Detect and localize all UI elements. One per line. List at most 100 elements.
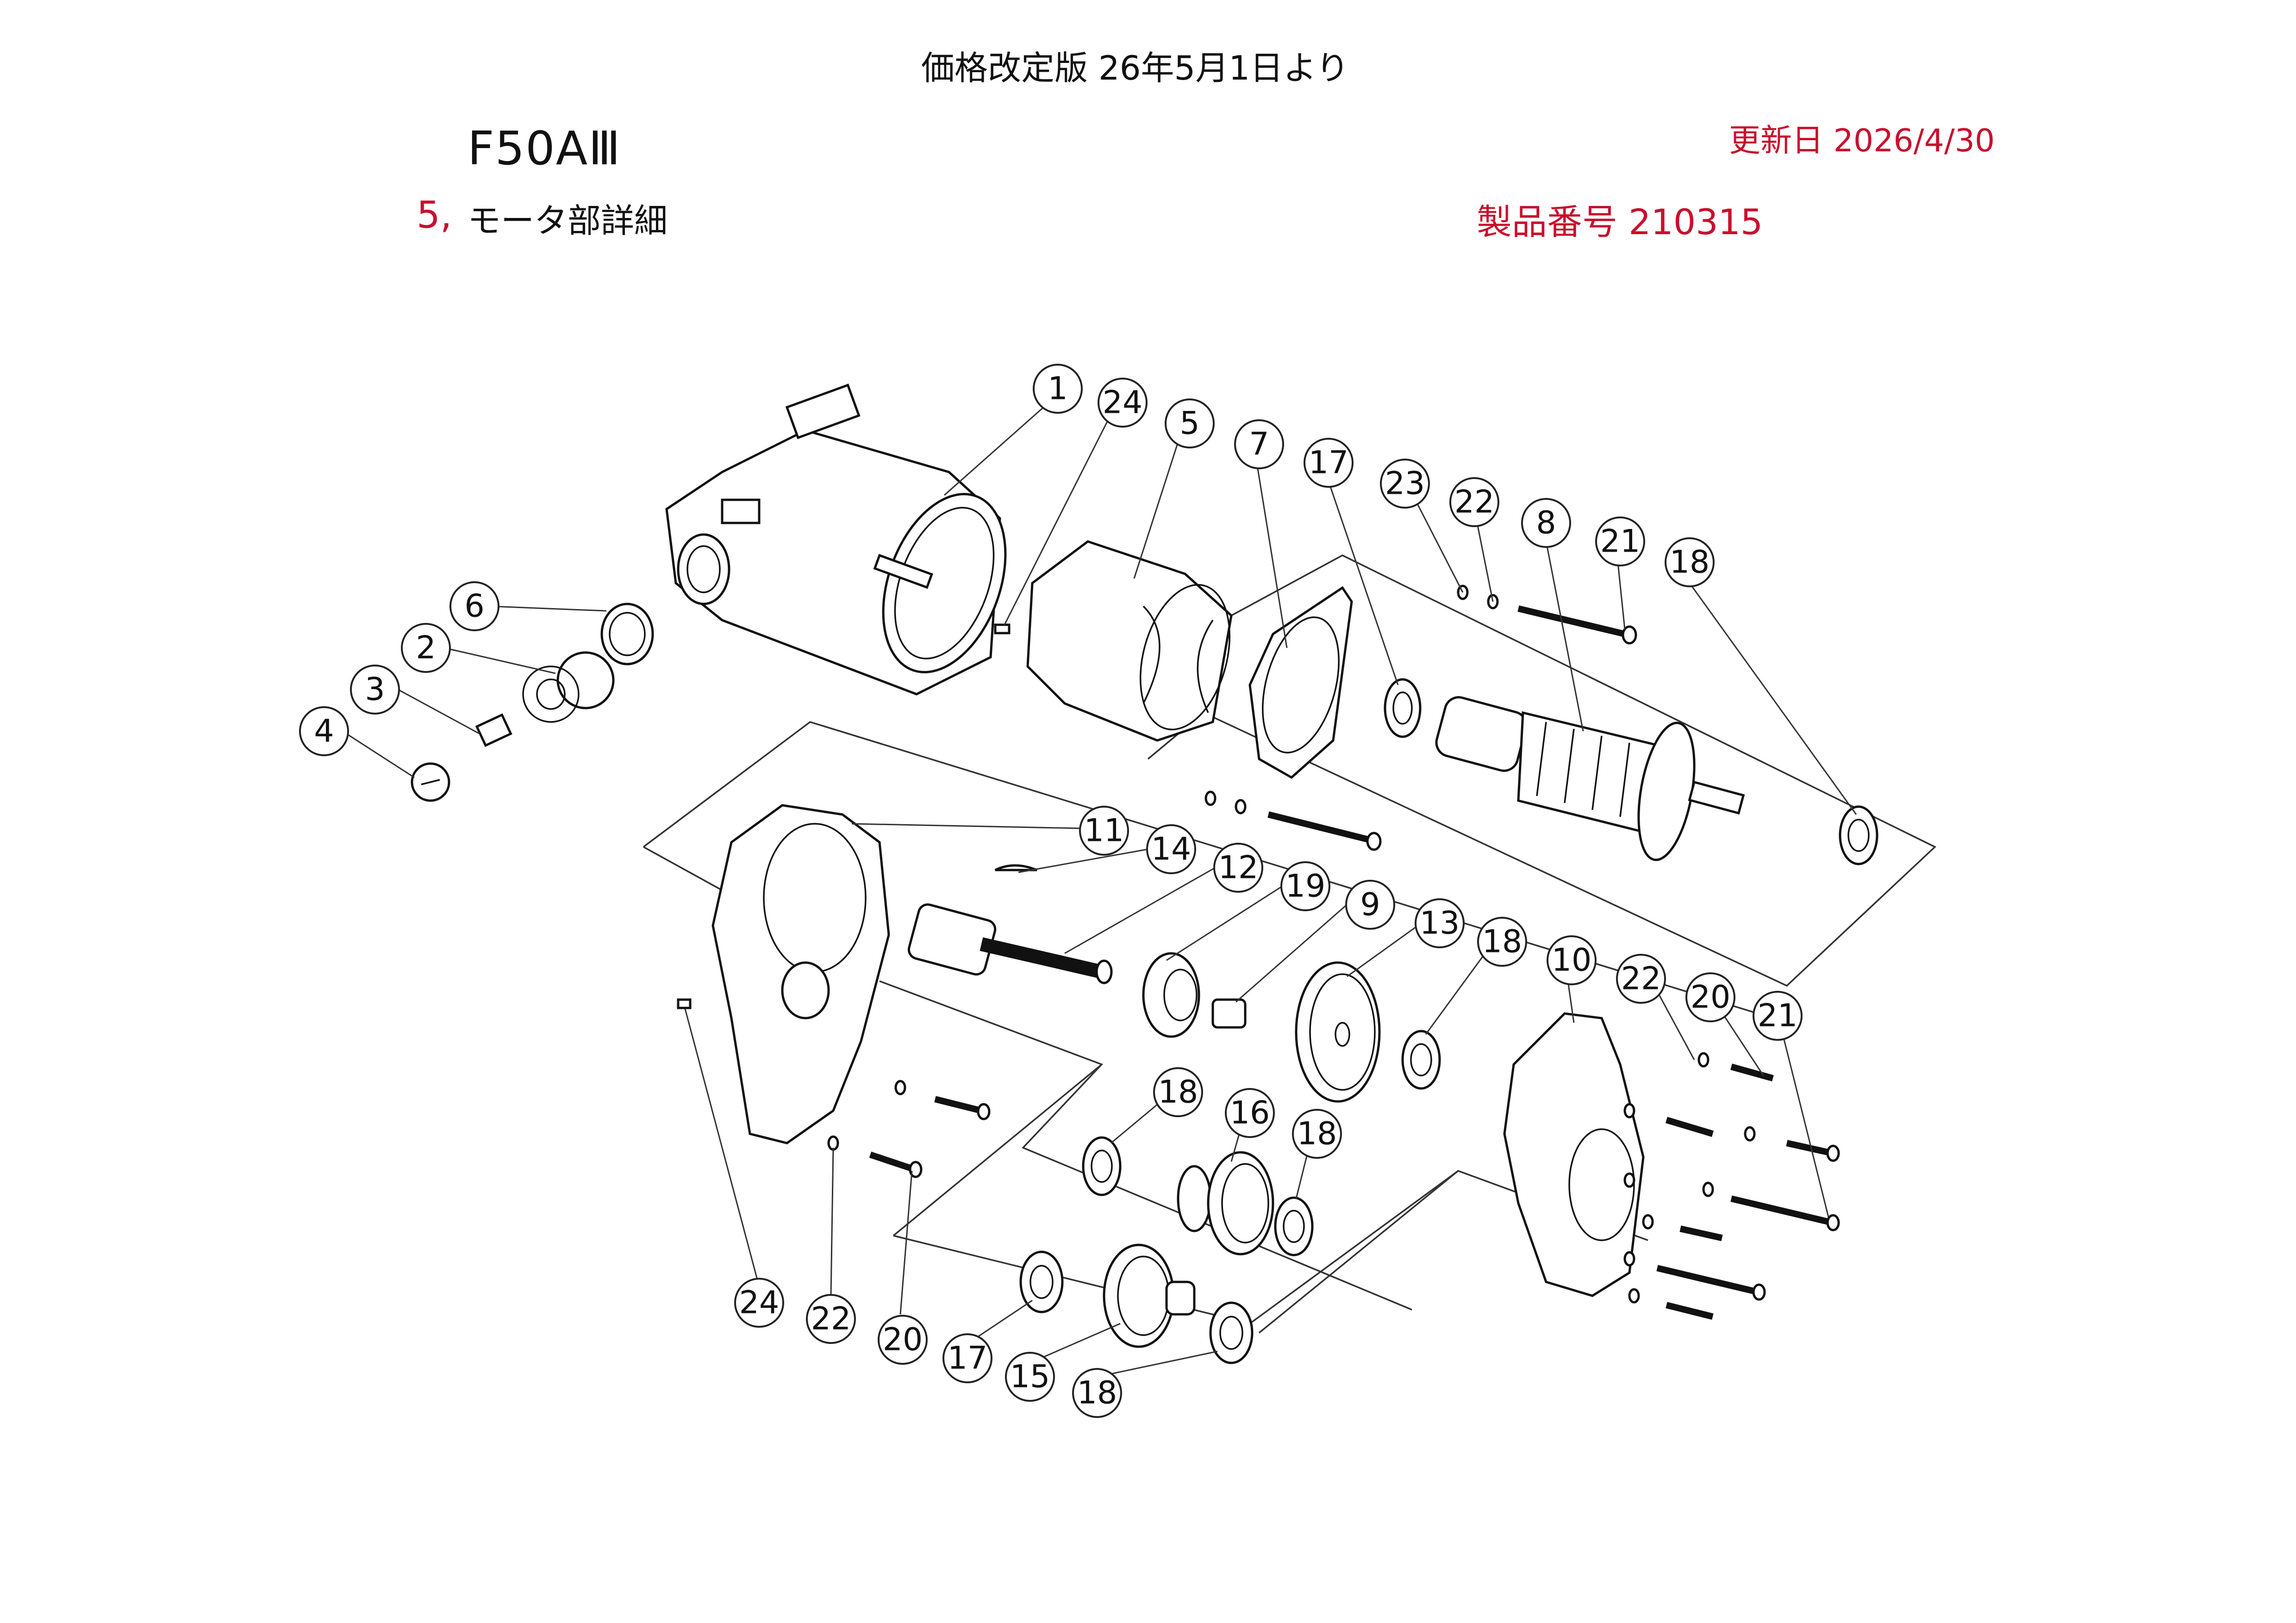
callout-circle bbox=[1072, 1368, 1122, 1418]
callout-label: 4 bbox=[314, 713, 334, 750]
callout-circle bbox=[1595, 516, 1645, 566]
gear-13 bbox=[1295, 961, 1381, 1103]
callout-label: 21 bbox=[1600, 523, 1641, 560]
callout-label: 22 bbox=[1621, 961, 1661, 997]
callout-22: 22 bbox=[806, 1294, 856, 1344]
callout-circle bbox=[1616, 954, 1666, 1004]
callout-circle bbox=[1153, 1067, 1203, 1117]
brush-holder bbox=[522, 651, 615, 723]
callout-19: 19 bbox=[1280, 861, 1330, 911]
callout-circle bbox=[1146, 824, 1196, 874]
callout-label: 12 bbox=[1218, 850, 1259, 886]
callout-label: 8 bbox=[1536, 505, 1556, 541]
callout-circle bbox=[806, 1294, 856, 1344]
callout-label: 6 bbox=[464, 588, 484, 625]
callout-1: 1 bbox=[1033, 364, 1083, 414]
callout-circle bbox=[401, 623, 451, 673]
screw-20-lower bbox=[827, 1135, 923, 1178]
callout-circle bbox=[1753, 991, 1803, 1041]
callout-label: 16 bbox=[1230, 1095, 1270, 1132]
bearing-17-lower bbox=[1019, 1250, 1064, 1313]
callout-circle bbox=[1304, 438, 1354, 488]
callout-10: 10 bbox=[1547, 935, 1597, 985]
callout-15: 15 bbox=[1005, 1352, 1055, 1402]
callout-circle bbox=[1685, 972, 1735, 1022]
callout-circle bbox=[1292, 1109, 1342, 1159]
screws-right bbox=[1623, 1052, 1840, 1320]
callout-circle bbox=[1079, 806, 1129, 856]
callout-circle bbox=[1665, 537, 1715, 587]
callout-label: 17 bbox=[1309, 445, 1349, 481]
callout-6: 6 bbox=[449, 581, 499, 631]
screw-20-left bbox=[894, 1080, 991, 1120]
gear-16 bbox=[1177, 1151, 1274, 1256]
ring-6 bbox=[600, 603, 654, 665]
armature bbox=[1435, 696, 1745, 861]
bearing-18-right bbox=[1839, 805, 1878, 865]
callout-label: 24 bbox=[1103, 385, 1143, 421]
callout-circle bbox=[878, 1315, 928, 1365]
callout-circle bbox=[449, 581, 499, 631]
callout-5: 5 bbox=[1165, 398, 1215, 448]
callout-label: 11 bbox=[1084, 813, 1124, 849]
callout-22: 22 bbox=[1616, 954, 1666, 1004]
callout-17: 17 bbox=[1304, 438, 1354, 488]
callout-4: 4 bbox=[299, 706, 349, 756]
section-number: 5, bbox=[417, 193, 452, 236]
callout-circle bbox=[1280, 861, 1330, 911]
callout-label: 5 bbox=[1179, 405, 1199, 442]
callout-7: 7 bbox=[1234, 419, 1284, 469]
callout-24: 24 bbox=[734, 1278, 784, 1328]
callout-circle bbox=[1098, 378, 1148, 428]
bearing-18-bottom bbox=[1209, 1301, 1254, 1364]
callout-17: 17 bbox=[942, 1333, 992, 1383]
callout-18: 18 bbox=[1292, 1109, 1342, 1159]
callout-label: 18 bbox=[1158, 1074, 1198, 1111]
callout-circle bbox=[1547, 935, 1597, 985]
gear-15 bbox=[1103, 1244, 1196, 1348]
bearing-18-lower-mid bbox=[1274, 1196, 1314, 1256]
assembly-frame-lower-right bbox=[1249, 1170, 1459, 1325]
callout-circle bbox=[1380, 459, 1430, 509]
callout-8: 8 bbox=[1521, 498, 1571, 548]
bearing-18-mid bbox=[1401, 1030, 1441, 1090]
callout-label: 18 bbox=[1670, 544, 1710, 581]
callout-label: 10 bbox=[1552, 942, 1592, 979]
assembly-frame-gear-4 bbox=[893, 1235, 1250, 1325]
callout-label: 15 bbox=[1010, 1359, 1050, 1395]
callout-label: 2 bbox=[416, 630, 436, 666]
callout-circle bbox=[1165, 398, 1215, 448]
baffle-plate bbox=[1248, 586, 1353, 779]
callout-24: 24 bbox=[1098, 378, 1148, 428]
callout-20: 20 bbox=[1685, 972, 1735, 1022]
callout-label: 23 bbox=[1385, 466, 1425, 502]
callout-12: 12 bbox=[1213, 843, 1263, 893]
callout-18: 18 bbox=[1153, 1067, 1203, 1117]
callout-label: 19 bbox=[1285, 868, 1326, 905]
callout-14: 14 bbox=[1146, 824, 1196, 874]
callout-circle bbox=[1225, 1088, 1275, 1138]
bushing-9 bbox=[1211, 998, 1247, 1029]
callout-20: 20 bbox=[878, 1315, 928, 1365]
product-number: 製品番号 210315 bbox=[1477, 201, 1763, 243]
callout-label: 9 bbox=[1360, 887, 1380, 923]
callout-label: 20 bbox=[1691, 979, 1731, 1016]
updated-date: 更新日 2026/4/30 bbox=[1729, 123, 1995, 159]
callout-label: 1 bbox=[1048, 371, 1067, 407]
callout-circle bbox=[734, 1278, 784, 1328]
callout-circle bbox=[942, 1333, 992, 1383]
callout-18: 18 bbox=[1072, 1368, 1122, 1418]
callout-18: 18 bbox=[1477, 917, 1527, 967]
motor-housing bbox=[665, 383, 1007, 696]
callout-3: 3 bbox=[350, 665, 400, 715]
callout-label: 22 bbox=[811, 1301, 851, 1337]
callout-label: 18 bbox=[1482, 924, 1522, 960]
callout-circle bbox=[1449, 477, 1499, 527]
callout-circle bbox=[350, 665, 400, 715]
callout-circle bbox=[299, 706, 349, 756]
pinion-shaft bbox=[907, 903, 1113, 984]
callout-13: 13 bbox=[1415, 898, 1465, 948]
section-title: モータ部詳細 bbox=[468, 201, 668, 240]
